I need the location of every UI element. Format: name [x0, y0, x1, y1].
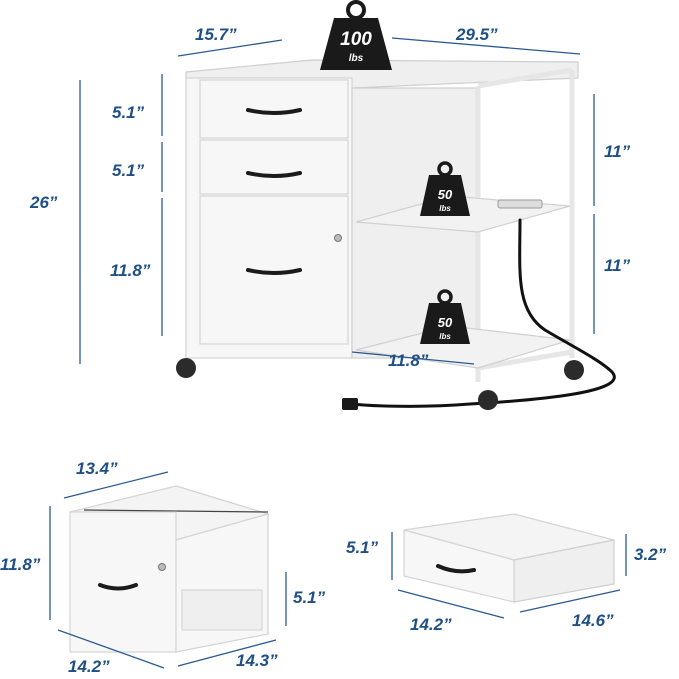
file-drawer-handle — [246, 268, 302, 275]
weight-50-lower-icon: 50 lbs — [420, 289, 470, 344]
shelf-width-label: 11.8” — [388, 351, 429, 370]
lock-icon — [334, 234, 342, 242]
upper-shelf-height-label: 11” — [604, 142, 631, 161]
small-drawer-inner-height-label: 3.2” — [634, 545, 667, 564]
small-drawer-handle — [436, 564, 476, 574]
file-drawer-front-width-label: 14.2” — [68, 657, 110, 676]
file-drawer-height-detail-label: 11.8” — [0, 555, 41, 574]
small-drawer-front-width-label: 14.2” — [410, 615, 452, 634]
weight-100-icon: 100 lbs — [320, 0, 392, 70]
middle-drawer-height-label: 5.1” — [112, 161, 145, 180]
weight-upper-value: 50 — [438, 187, 453, 202]
weight-lower-value: 50 — [438, 315, 453, 330]
weight-upper-unit: lbs — [439, 204, 451, 213]
top-drawer-handle — [246, 108, 302, 115]
middle-drawer-front — [199, 139, 349, 195]
cabinet-width-label: 15.7” — [195, 25, 237, 44]
caster-wheel — [176, 358, 196, 378]
file-drawer-width-label: 13.4” — [76, 459, 118, 478]
top-drawer-front — [199, 79, 349, 139]
small-drawer-depth-label: 14.6” — [572, 611, 614, 630]
middle-drawer-handle — [246, 171, 302, 178]
small-drawer-front-height-label: 5.1” — [346, 538, 379, 557]
caster-wheel — [564, 360, 584, 380]
file-drawer-depth-label: 14.3” — [236, 651, 278, 670]
power-plug — [342, 398, 358, 410]
cabinet-height-label: 26” — [29, 193, 58, 212]
cabinet-depth-label: 29.5” — [455, 25, 498, 44]
file-drawer-detail — [69, 485, 271, 653]
weight-50-upper-icon: 50 lbs — [420, 161, 470, 216]
power-cable — [350, 218, 616, 408]
small-drawer-detail — [403, 513, 615, 603]
caster-wheel — [478, 390, 498, 410]
weight-top-value: 100 — [340, 29, 372, 50]
file-drawer-inner-label: 5.1” — [293, 588, 326, 607]
lower-shelf-height-label: 11” — [604, 256, 631, 275]
weight-lower-unit: lbs — [439, 332, 451, 341]
file-drawer-detail-handle — [98, 583, 138, 591]
weight-top-unit: lbs — [349, 53, 364, 64]
drawer-inner-panel — [181, 589, 263, 631]
top-drawer-height-label: 5.1” — [112, 103, 145, 122]
power-strip — [497, 199, 543, 209]
file-drawer-detail-lock-icon — [158, 563, 166, 571]
file-drawer-height-label: 11.8” — [110, 261, 151, 280]
file-drawer-front — [199, 195, 349, 345]
